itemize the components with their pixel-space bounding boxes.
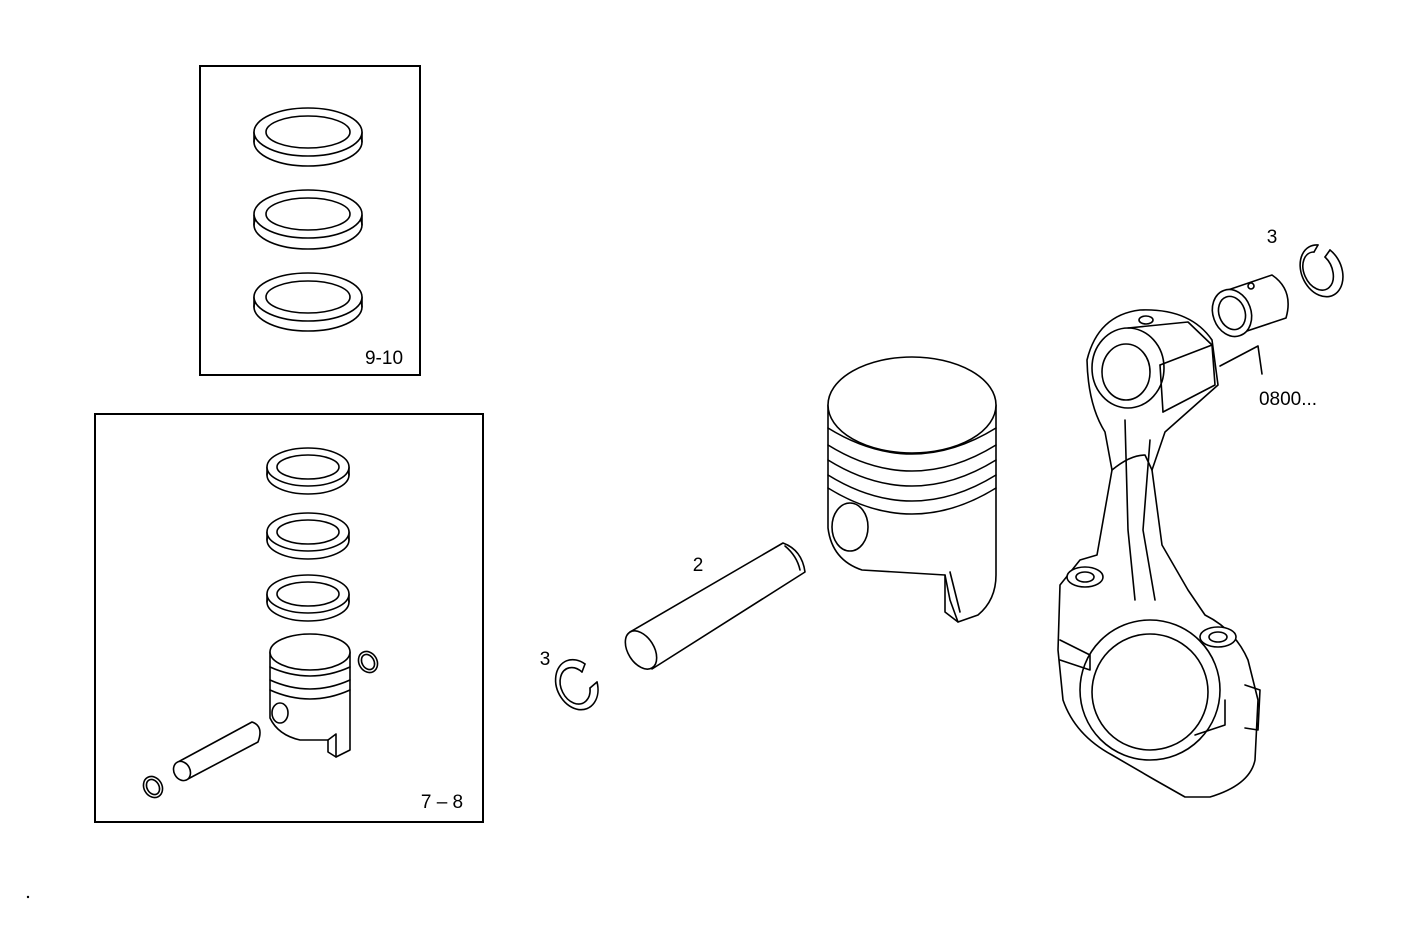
- piston-pin-group: 2: [624, 542, 806, 670]
- connecting-rod-icon: [1057, 309, 1261, 798]
- piston-pin-icon: [624, 542, 806, 670]
- circlip-left-group: 3: [540, 649, 599, 711]
- piston-ring-icon: [253, 107, 363, 167]
- circlip-icon: [357, 650, 379, 674]
- rings-kit-frame: [199, 65, 421, 376]
- circlip-icon: [142, 775, 164, 799]
- stray-dot: [26, 895, 30, 899]
- circlip-right-label: 3: [1267, 227, 1278, 248]
- rings-kit-label: 9-10: [365, 348, 403, 369]
- piston-ring-icon: [266, 512, 350, 560]
- piston-ring-icon: [253, 272, 363, 332]
- rod-reference-label: 0800...: [1259, 389, 1317, 410]
- rod-reference: 0800...: [1219, 345, 1317, 410]
- piston-ring-icon: [266, 574, 350, 622]
- circlip-right-group: 3: [1267, 227, 1344, 298]
- piston-kit-frame: [94, 413, 484, 823]
- piston-ring-icon: [253, 189, 363, 250]
- circlip-icon: [554, 658, 599, 711]
- bushing-icon: [1211, 274, 1289, 338]
- piston-kit-panel: 7 – 8: [94, 413, 484, 823]
- circlip-left-label: 3: [540, 649, 551, 670]
- circlip-icon: [1299, 244, 1344, 298]
- rings-kit-panel: 9-10: [199, 65, 421, 376]
- piston-ring-icon: [266, 447, 350, 495]
- pin-label: 2: [693, 555, 704, 576]
- piston-pin-icon: [172, 721, 261, 782]
- piston-kit-label: 7 – 8: [421, 792, 463, 813]
- piston-icon: [827, 356, 997, 623]
- piston-icon: [269, 633, 351, 758]
